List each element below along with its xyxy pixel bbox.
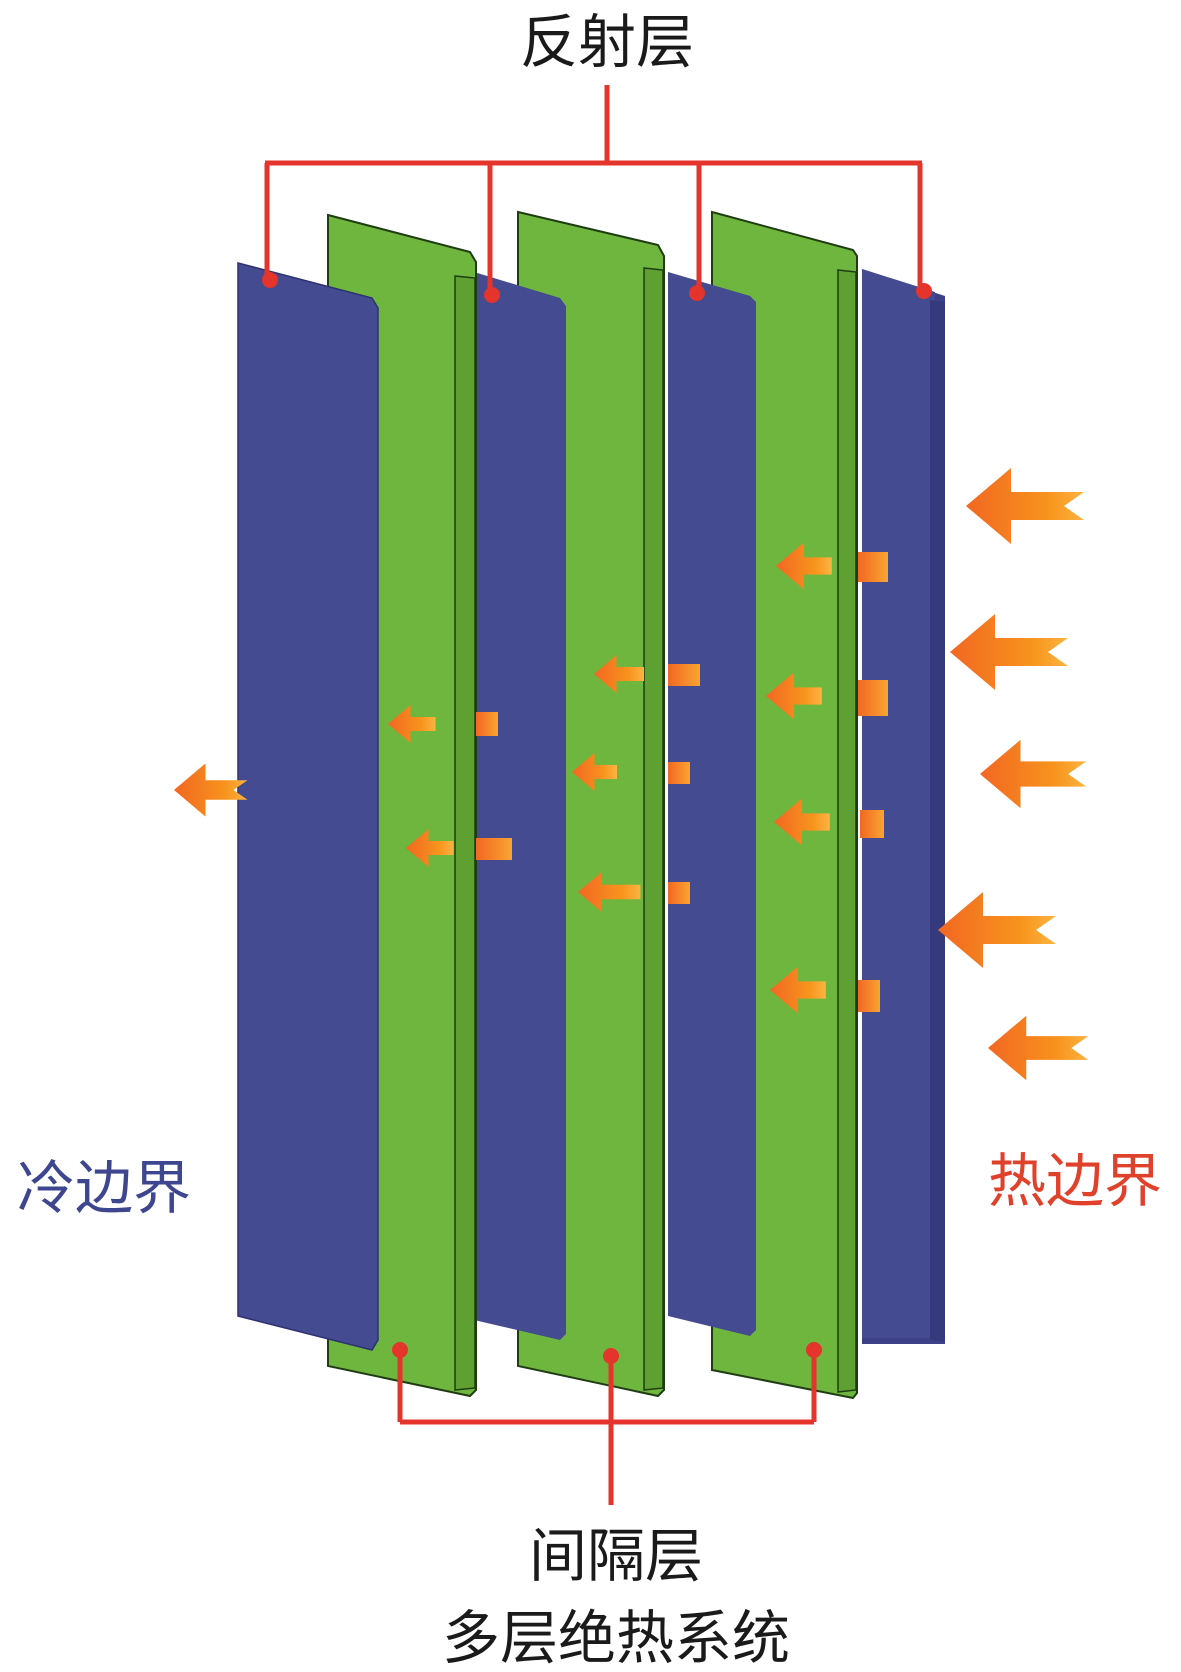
heat-bar bbox=[668, 762, 690, 784]
heat-bar bbox=[860, 810, 884, 838]
heat-flow-bars bbox=[476, 552, 888, 1012]
spacer-layer-label: 间隔层 bbox=[529, 1522, 703, 1590]
reflective-layer-2 bbox=[474, 272, 566, 1340]
heat-in-arrow bbox=[938, 892, 1056, 968]
heat-bar bbox=[858, 552, 888, 582]
system-caption: 多层绝热系统 bbox=[442, 1604, 790, 1672]
heat-out-arrow bbox=[174, 763, 248, 817]
heat-transfer-arrow bbox=[774, 798, 830, 846]
heat-in-arrow bbox=[980, 739, 1087, 809]
heat-transfer-arrow bbox=[388, 705, 436, 743]
spacer-layer-leader-dots bbox=[392, 1342, 822, 1364]
heat-bar bbox=[858, 680, 888, 716]
heat-in-arrow bbox=[966, 468, 1084, 544]
cold-boundary-label: 冷边界 bbox=[17, 1154, 191, 1222]
reflective-layer-4 bbox=[862, 269, 945, 1344]
heat-bar bbox=[668, 664, 700, 686]
heat-in-arrow bbox=[988, 1015, 1089, 1081]
reflective-layer-leader-dots bbox=[262, 272, 932, 303]
heat-transfer-arrow bbox=[766, 672, 822, 720]
heat-transfer-arrow bbox=[776, 542, 832, 590]
heat-bar bbox=[476, 838, 512, 860]
heat-transfer-arrow bbox=[572, 753, 617, 791]
hot-boundary-label: 热边界 bbox=[988, 1147, 1162, 1215]
heat-in-arrow bbox=[950, 614, 1068, 690]
heat-bar bbox=[668, 882, 690, 904]
reflective-layer-3 bbox=[668, 272, 756, 1336]
heat-transfer-arrow bbox=[406, 829, 454, 867]
heat-bar bbox=[858, 980, 880, 1012]
spacer-layer-leaders bbox=[397, 1351, 817, 1505]
reflective-layer-leaders bbox=[264, 85, 923, 294]
heat-transfer-arrow bbox=[594, 655, 644, 693]
heat-transfer-arrow bbox=[578, 872, 641, 912]
reflective-layer-label: 反射层 bbox=[520, 8, 694, 76]
heat-bar bbox=[476, 712, 498, 736]
reflective-layer-1 bbox=[237, 262, 379, 1351]
heat-transfer-arrow bbox=[770, 966, 826, 1014]
